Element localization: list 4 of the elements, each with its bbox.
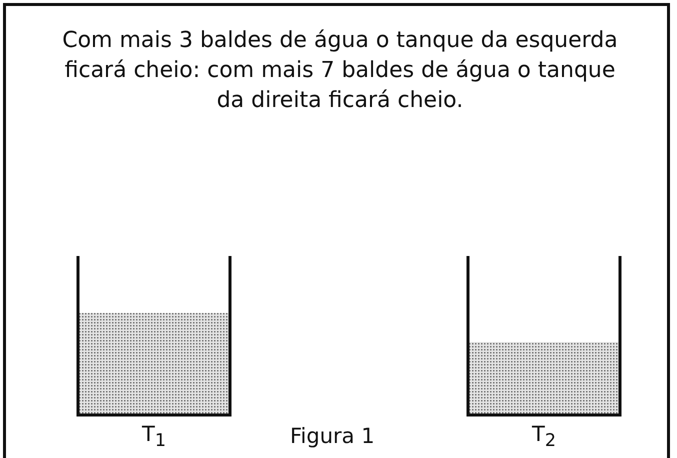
- tank-label: T$_{2}$: [531, 422, 557, 452]
- figure-caption: Figura 1: [290, 424, 375, 448]
- tank-label: T$_{1}$: [141, 422, 167, 452]
- statement-text: Com mais 3 baldes de água o tanque da esquerda ficará cheio: com mais 7 baldes de água o tanque da direita ficará cheio.: [61, 27, 619, 115]
